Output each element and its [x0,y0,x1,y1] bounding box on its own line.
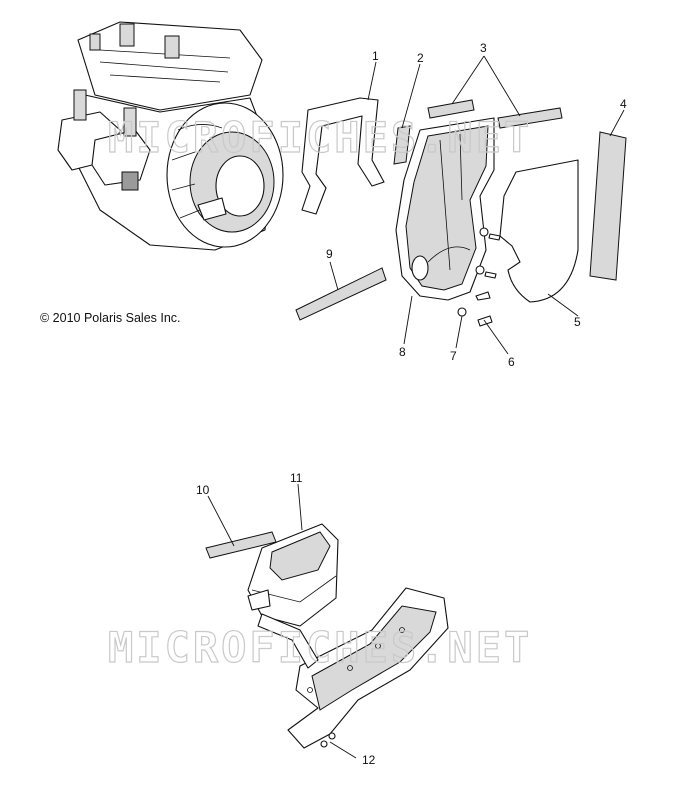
part-2-pad [393,125,411,165]
part-4-panel [589,131,627,281]
part-9-strip [295,267,387,321]
callout-7: 7 [450,349,457,363]
callout-10: 10 [196,483,210,497]
fasteners-6-7 [457,227,501,327]
watermark-bottom: MICROFICHES.NET [108,623,532,672]
part-5-cover [499,159,579,303]
engine-illustration [57,21,284,251]
part-1-seal [301,97,385,215]
callout-5: 5 [574,315,581,329]
callout-3: 3 [480,41,487,55]
copyright-notice: © 2010 Polaris Sales Inc. [40,311,181,325]
callout-11: 11 [290,471,303,485]
callout-4: 4 [620,97,627,111]
callout-2: 2 [417,51,424,65]
callout-12: 12 [362,753,376,767]
callout-1: 1 [372,49,379,63]
part-11-airbox [247,523,339,627]
callout-6: 6 [508,355,515,369]
part-8-duct [395,117,495,301]
callout-9: 9 [326,247,333,261]
leader-lines [207,55,625,759]
part-3-strips [427,99,563,129]
watermark-top: MICROFICHES.NET [108,113,532,162]
part-12-bracket [257,587,449,749]
callout-8: 8 [399,345,406,359]
